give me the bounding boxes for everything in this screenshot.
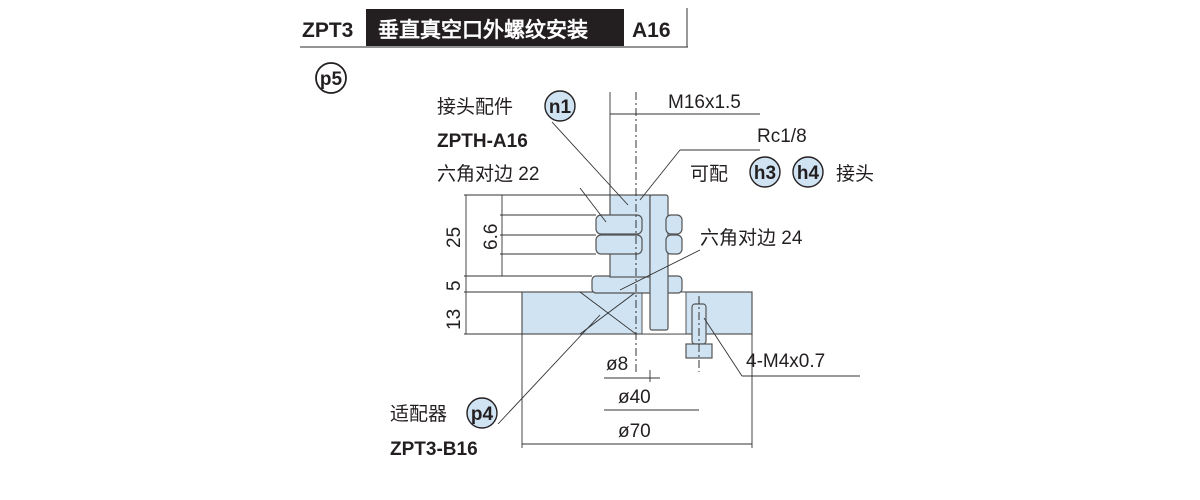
svg-text:n1: n1 (549, 97, 572, 118)
assembly (521, 92, 753, 372)
callouts: 接头配件 n1 ZPTH-A16 六角对边 22 M16x1.5 Rc1/8 可… (390, 90, 874, 460)
dim-6-6: 6.6 (481, 224, 502, 250)
svg-text:h3: h3 (754, 163, 776, 184)
adapter-badge[interactable]: p4 (466, 397, 498, 429)
lock-nut-lower (595, 234, 643, 255)
dim-phi40: ø40 (618, 387, 651, 408)
header-model: ZPT3 (302, 19, 353, 42)
hex24-label: 六角对边 24 (700, 227, 803, 249)
vacuum-pipe (649, 194, 669, 331)
compatible-badge-h3[interactable]: h3 (749, 156, 781, 188)
dim-13: 13 (444, 309, 465, 330)
connector-label: 接头配件 (437, 96, 513, 118)
port-label: Rc1/8 (757, 126, 807, 147)
header-title: 垂直真空口外螺纹安装 (378, 18, 588, 42)
hex22-label: 六角对边 22 (437, 163, 539, 185)
dim-phi8: ø8 (606, 354, 628, 375)
adapter-base (521, 291, 753, 335)
header-title-box (366, 9, 624, 46)
badge-text: p5 (320, 69, 343, 90)
lock-nut-upper-right (665, 214, 683, 235)
dimension-lines (464, 92, 860, 448)
compatible-badge-h4[interactable]: h4 (792, 156, 824, 188)
header-code: A16 (632, 19, 671, 42)
svg-text:h4: h4 (797, 163, 820, 184)
dim-phi70: ø70 (618, 421, 651, 442)
page-ref-badge[interactable]: p5 (315, 62, 347, 94)
adapter-part-number: ZPT3-B16 (390, 439, 478, 460)
screw-label: 4-M4x0.7 (746, 351, 825, 372)
compatible-suffix: 接头 (836, 163, 874, 185)
compatible-prefix: 可配 (690, 164, 728, 185)
thread-label: M16x1.5 (668, 92, 741, 113)
lock-nut-lower-right (665, 234, 683, 255)
connector-badge[interactable]: n1 (544, 90, 576, 122)
lock-nut-upper (595, 214, 643, 235)
header: ZPT3 垂直真空口外螺纹安装 A16 (300, 8, 688, 48)
connector-part-number: ZPTH-A16 (437, 131, 528, 152)
dim-25: 25 (444, 227, 465, 248)
badge-circle (315, 62, 347, 94)
dimension-texts: 25 6.6 5 13 ø8 ø40 ø70 (444, 224, 651, 442)
adapter-label: 适配器 (390, 403, 447, 425)
svg-text:p4: p4 (471, 404, 494, 425)
dim-5: 5 (444, 280, 465, 291)
